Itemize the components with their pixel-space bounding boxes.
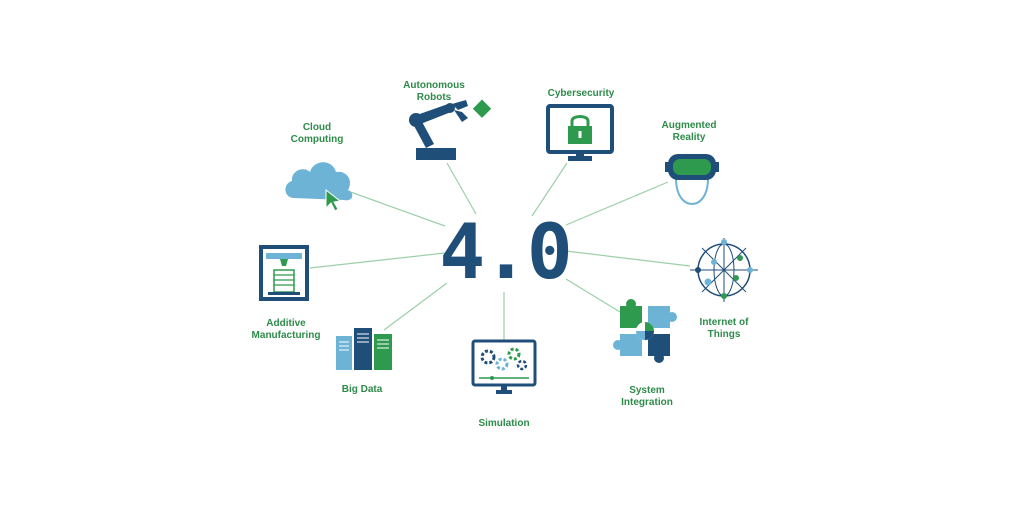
connector-autonomous-robots [446, 162, 477, 215]
monitor-gears-icon [471, 339, 537, 394]
server-racks-icon [336, 328, 392, 370]
label-internet-of-things: Internet of Things [699, 317, 749, 340]
3d-printer-icon [259, 245, 309, 301]
label-cybersecurity: Cybersecurity [547, 88, 615, 99]
network-globe-icon [690, 238, 758, 302]
connector-augmented-reality [565, 181, 669, 226]
label-cloud-computing: Cloud Computing [290, 122, 344, 145]
label-system-integration: System Integration [621, 385, 673, 408]
connector-system-integration [565, 278, 621, 313]
label-autonomous-robots: Autonomous Robots [403, 80, 465, 103]
connector-big-data [383, 282, 448, 331]
label-augmented-reality: Augmented Reality [661, 120, 717, 143]
connector-cybersecurity [531, 162, 568, 217]
cloud-cursor-icon [285, 162, 353, 212]
monitor-lock-icon [546, 104, 614, 161]
connector-internet-of-things [565, 250, 691, 267]
center-label-text: 4.0 [440, 207, 570, 296]
label-additive-manufacturing: Additive Manufacturing [251, 318, 321, 341]
connector-additive-manufacturing [309, 252, 446, 269]
puzzle-pieces-icon [613, 299, 677, 363]
label-simulation: Simulation [478, 418, 530, 429]
center-label: 4.0 [439, 206, 572, 296]
robot-arm-icon [409, 99, 492, 160]
connector-cloud-computing [344, 189, 446, 227]
label-big-data: Big Data [341, 384, 383, 395]
vr-headset-icon [665, 154, 719, 206]
